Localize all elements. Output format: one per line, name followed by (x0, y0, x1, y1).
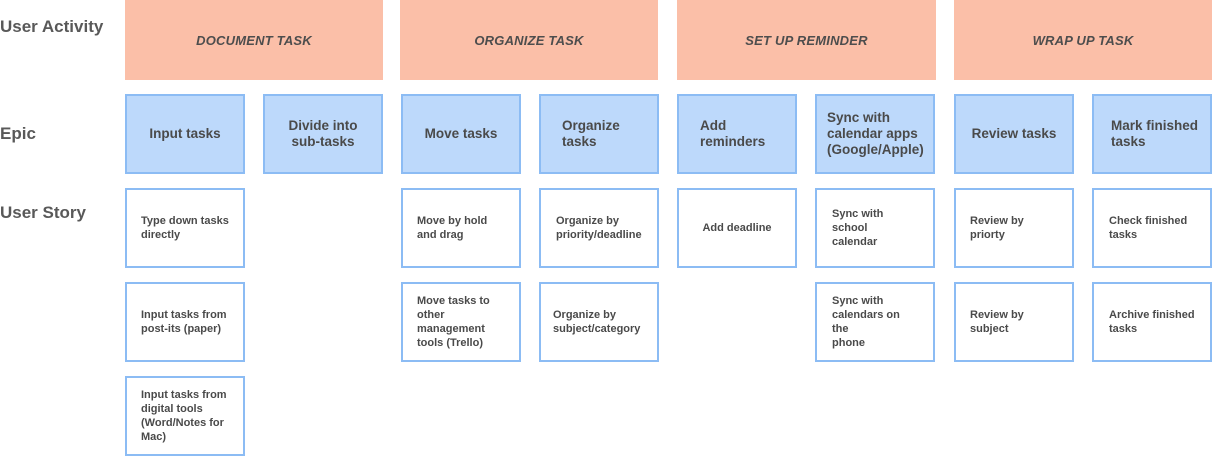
story-organize-by-subject-category[interactable]: Organize by subject/category (539, 282, 659, 362)
row-label-epic: Epic (0, 124, 36, 143)
epic-sync-with-calendar-apps[interactable]: Sync with calendar apps (Google/Apple) (815, 94, 935, 174)
story-archive-finished-tasks[interactable]: Archive finished tasks (1092, 282, 1212, 362)
epic-mark-finished-tasks[interactable]: Mark finished tasks (1092, 94, 1212, 174)
row-label-user-activity: User Activity (0, 17, 104, 36)
row-label-user-story: User Story (0, 203, 86, 222)
story-sync-with-calendars-on-phone[interactable]: Sync with calendars on the phone (815, 282, 935, 362)
activity-organize-task[interactable]: ORGANIZE TASK (400, 0, 658, 80)
story-organize-by-priority-deadline[interactable]: Organize by priority/deadline (539, 188, 659, 268)
activity-set-up-reminder[interactable]: SET UP REMINDER (677, 0, 936, 80)
story-move-tasks-to-other-tools[interactable]: Move tasks to other management tools (Tr… (401, 282, 521, 362)
epic-organize-tasks[interactable]: Organize tasks (539, 94, 659, 174)
epic-divide-into-sub-tasks[interactable]: Divide into sub-tasks (263, 94, 383, 174)
epic-move-tasks[interactable]: Move tasks (401, 94, 521, 174)
activity-document-task[interactable]: DOCUMENT TASK (125, 0, 383, 80)
story-check-finished-tasks[interactable]: Check finished tasks (1092, 188, 1212, 268)
story-input-tasks-from-post-its[interactable]: Input tasks from post-its (paper) (125, 282, 245, 362)
story-sync-with-school-calendar[interactable]: Sync with school calendar (815, 188, 935, 268)
epic-review-tasks[interactable]: Review tasks (954, 94, 1074, 174)
story-review-by-priority[interactable]: Review by priorty (954, 188, 1074, 268)
story-move-by-hold-and-drag[interactable]: Move by hold and drag (401, 188, 521, 268)
story-add-deadline[interactable]: Add deadline (677, 188, 797, 268)
story-review-by-subject[interactable]: Review by subject (954, 282, 1074, 362)
story-input-tasks-from-digital-tools[interactable]: Input tasks from digital tools (Word/Not… (125, 376, 245, 456)
epic-add-reminders[interactable]: Add reminders (677, 94, 797, 174)
activity-wrap-up-task[interactable]: WRAP UP TASK (954, 0, 1212, 80)
story-type-down-tasks-directly[interactable]: Type down tasks directly (125, 188, 245, 268)
epic-input-tasks[interactable]: Input tasks (125, 94, 245, 174)
